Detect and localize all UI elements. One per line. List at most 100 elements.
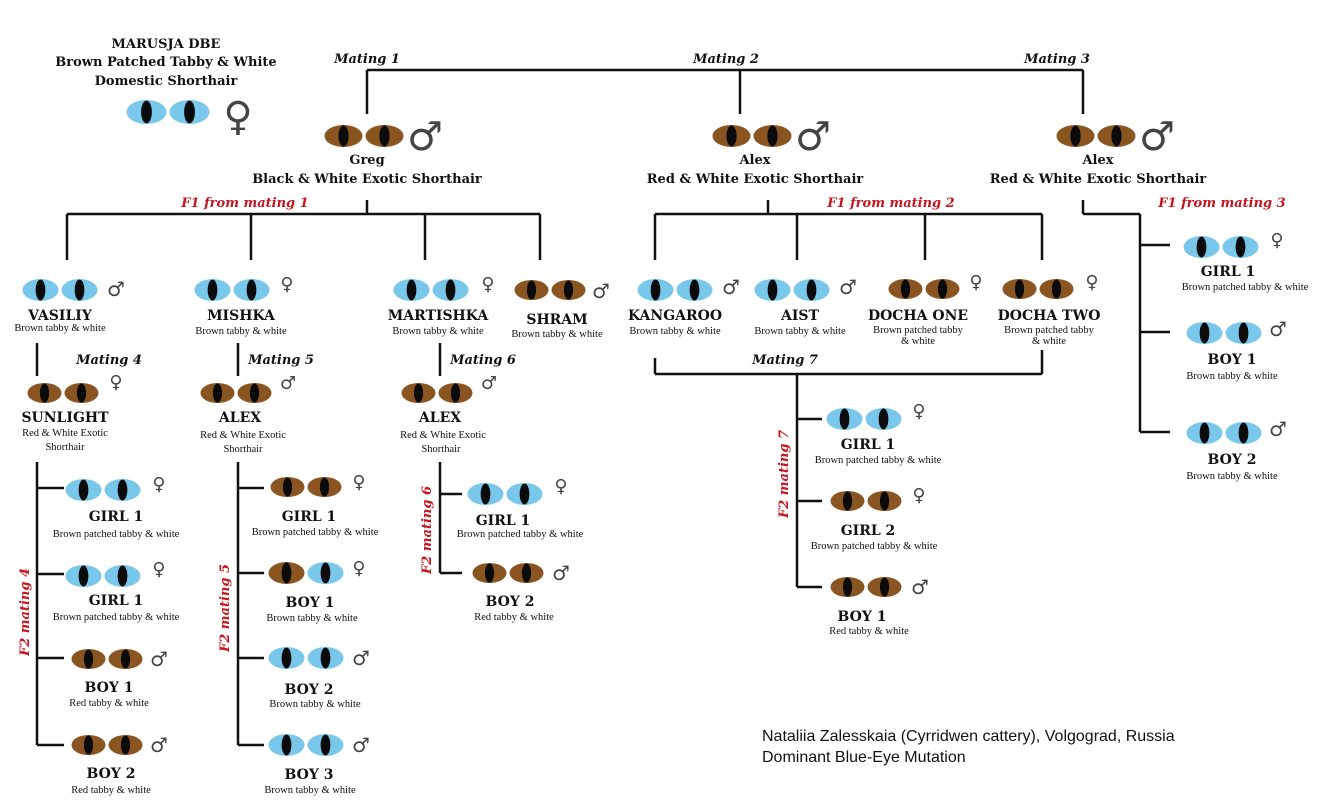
pupil-icon [120,735,131,755]
pupil-icon [83,649,94,669]
m6-boy2-desc: Red tabby & white [474,612,554,623]
m4-girl1b-desc: Brown patched tabby & white [53,612,180,623]
female-symbol-icon: ♀ [1270,230,1283,251]
m4-boy2-eyes-icon [71,735,143,755]
female-symbol-icon: ♀ [1085,272,1098,293]
m6-boy2-eyes-icon [472,563,544,583]
pupil-icon [937,279,948,299]
sunlight-desc-1: Red & White Exotic [22,428,108,439]
aist-name: AIST [780,308,820,324]
pupil-icon [281,562,292,584]
docha-two-name: DOCHA TWO [998,308,1101,324]
pupil-icon [212,383,223,403]
m4-boy1-name: BOY 1 [85,680,134,696]
m4-boy1-desc: Red tabby & white [69,698,149,709]
female-symbol-icon: ♀ [352,558,365,579]
m7-girl2-eyes-icon [830,491,902,511]
m4-girl1a-desc: Brown patched tabby & white [53,529,180,540]
female-symbol-icon: ♀ [481,274,494,295]
pupil-icon [1070,125,1081,147]
m7-boy1-eyes-icon [830,577,902,597]
m4-girl1a-eyes-icon [65,479,141,501]
female-symbol-icon: ♀ [280,274,293,295]
m4-girl1b-eyes-icon [65,565,141,587]
docha-one-name: DOCHA ONE [868,308,968,324]
aist-eyes-icon [754,279,830,301]
pupil-icon [282,477,293,497]
male-symbol-icon: ♂ [352,733,370,757]
m5-boy3-name: BOY 3 [285,767,334,783]
m5-boy3-eyes-icon [268,734,344,756]
pupil-icon [76,383,87,403]
m4-girl1a-name: GIRL 1 [89,509,144,525]
m5-girl1-eyes-icon [270,477,342,497]
shram-desc: Brown tabby & white [511,329,603,340]
martishka-desc: Brown tabby & white [392,326,484,337]
greg-eyes-icon [324,125,404,147]
pupil-icon [519,483,530,505]
mating-1-label: Mating 1 [333,52,400,67]
m6-girl1-name: GIRL 1 [476,513,531,529]
male-symbol-icon: ♂ [407,114,443,160]
pupil-icon [184,100,195,124]
sunlight-eyes-icon [27,383,99,403]
docha-one-desc-2: & white [901,336,935,347]
pupil-icon [246,279,257,301]
sire-alex2-name: Alex [1081,153,1113,168]
m6-boy2-name: BOY 2 [486,594,535,610]
male-symbol-icon: ♂ [795,114,831,160]
pupil-icon [320,734,331,756]
connector-lines [35,68,1170,747]
aist-desc: Brown tabby & white [754,326,846,337]
m5-boy1-desc: Brown tabby & white [266,613,358,624]
mating-7-label: Mating 7 [751,353,818,368]
m7-girl2-name: GIRL 2 [841,523,896,539]
alex5-desc-2: Shorthair [223,444,263,455]
sunlight-desc-2: Shorthair [45,442,85,453]
f2-mating-6-label: F2 mating 6 [420,486,435,575]
kangaroo-name: KANGAROO [628,308,722,324]
mishka-eyes-icon [194,279,270,301]
m3-girl1-name: GIRL 1 [1201,264,1256,280]
pupil-icon [379,125,390,147]
docha-two-eyes-icon [1002,279,1074,299]
pupil-icon [879,491,890,511]
pupil-icon [78,565,89,587]
m3-boy2-name: BOY 2 [1208,452,1257,468]
f1-mating-2-label: F1 from mating 2 [826,196,954,211]
pupil-icon [1199,422,1210,444]
alex2-eyes-icon [1056,125,1136,147]
alex1-eyes-icon [712,125,792,147]
female-symbol-icon: ♀ [223,94,252,140]
pupil-icon [1196,236,1207,258]
eye-pairs [22,100,1262,756]
pupil-icon [650,279,661,301]
female-symbol-icon: ♀ [969,272,982,293]
kangaroo-eyes-icon [637,279,713,301]
sire-greg-desc: Black & White Exotic Shorthair [252,172,482,187]
pupil-icon [526,280,537,300]
alex5-name: ALEX [218,410,261,426]
pupil-icon [141,100,152,124]
m5-boy2-desc: Brown tabby & white [269,699,361,710]
dam-name: MARUSJA DBE [112,37,221,52]
female-symbol-icon: ♀ [152,559,165,580]
m5-boy2-name: BOY 2 [285,682,334,698]
m5-girl1-name: GIRL 1 [282,509,337,525]
sex-symbols: ♀ ♂ ♂ ♂ ♂ ♀ ♀ ♂ ♂ ♂ ♀ ♀ ♀ ♂ ♂ ♀ ♂ ♂ ♀ ♀ … [107,94,1287,757]
female-symbol-icon: ♀ [152,474,165,495]
m4-boy2-desc: Red tabby & white [71,785,151,796]
f1-mating-1-label: F1 from mating 1 [180,196,308,211]
m5-boy3-desc: Brown tabby & white [264,785,356,796]
m7-boy1-name: BOY 1 [838,609,887,625]
docha-two-desc-2: & white [1032,336,1066,347]
pupil-icon [726,125,737,147]
pupil-icon [484,563,495,583]
alex5-desc-1: Red & White Exotic [200,430,286,441]
dam-desc-1: Brown Patched Tabby & White [55,55,276,70]
mating-6-label: Mating 6 [449,353,516,368]
pupil-icon [207,279,218,301]
m5-girl1-desc: Brown patched tabby & white [252,527,379,538]
pupil-icon [1051,279,1062,299]
